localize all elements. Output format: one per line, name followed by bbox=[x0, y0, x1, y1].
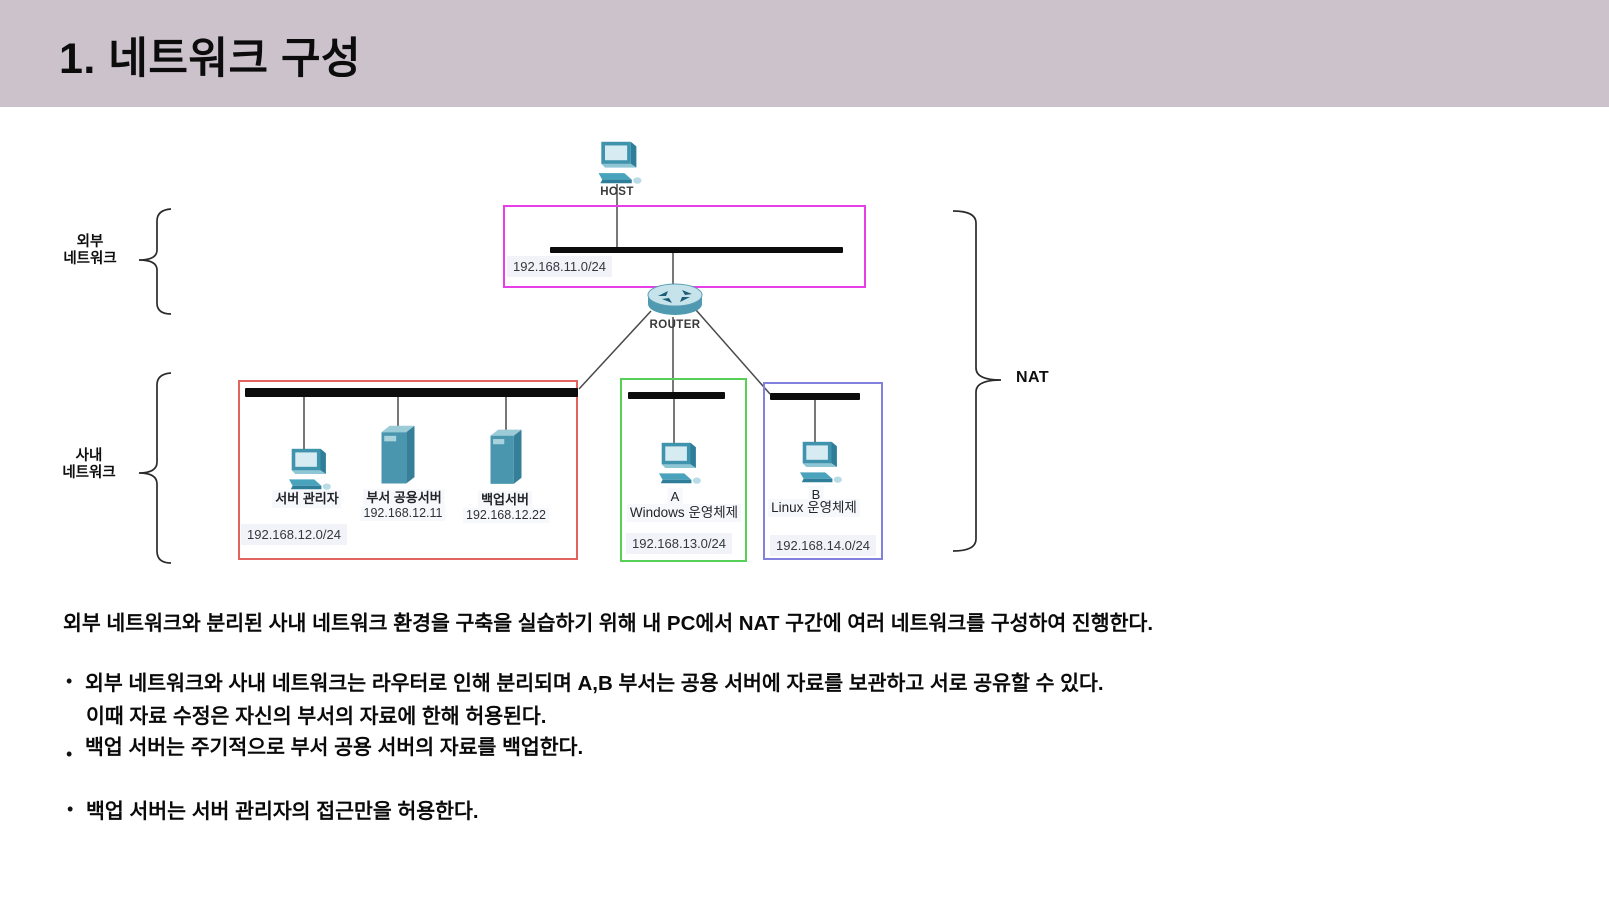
pc-b-os-label: Linux 운영체제 bbox=[768, 499, 860, 518]
shared-server-ip: 192.168.12.11 bbox=[360, 506, 446, 521]
team-b-network-box bbox=[763, 382, 883, 560]
shared-server-icon bbox=[381, 425, 415, 484]
nat-label: NAT bbox=[1016, 369, 1050, 386]
bullet1-line2: 이때 자료 수정은 자신의 부서의 자료에 한해 허용된다. bbox=[86, 705, 547, 728]
external-network-label-line1: 외부 bbox=[76, 234, 104, 250]
brace-internal-network bbox=[138, 372, 172, 564]
external-network-label: 외부 네트워크 bbox=[63, 234, 116, 267]
pc-b-icon bbox=[800, 441, 842, 483]
admin-pc-icon bbox=[289, 448, 331, 490]
brace-external-network bbox=[138, 208, 172, 315]
intro-paragraph: 외부 네트워크와 분리된 사내 네트워크 환경을 구축을 실습하기 위해 내 P… bbox=[63, 612, 1154, 635]
brace-nat bbox=[952, 210, 1002, 552]
backup-server-ip: 192.168.12.22 bbox=[463, 508, 549, 523]
pc-a-os-label: Windows 운영체제 bbox=[626, 504, 742, 523]
bullet2-text: 백업 서버는 주기적으로 부서 공용 서버의 자료를 백업한다. bbox=[85, 736, 584, 759]
team-a-ethernet-bus bbox=[628, 392, 725, 399]
admin-pc-label: 서버 관리자 bbox=[272, 490, 342, 508]
dept-network-box bbox=[238, 380, 578, 560]
internal-network-label-line1: 사내 bbox=[75, 448, 103, 464]
pc-a-icon bbox=[659, 442, 701, 484]
dept-subnet-label: 192.168.12.0/24 bbox=[241, 524, 347, 545]
router-icon bbox=[647, 283, 703, 315]
bullet3-text: 백업 서버는 서버 관리자의 접근만을 허용한다. bbox=[86, 800, 479, 823]
backup-server-label: 백업서버 bbox=[478, 491, 532, 509]
host-pc-icon bbox=[598, 141, 642, 184]
internal-network-label: 사내 네트워크 bbox=[62, 448, 115, 481]
team-b-ethernet-bus bbox=[770, 393, 860, 400]
shared-server-label: 부서 공용서버 bbox=[363, 489, 445, 507]
team-a-subnet-label: 192.168.13.0/24 bbox=[626, 533, 732, 554]
title-bar bbox=[0, 0, 1609, 107]
page-title: 1. 네트워크 구성 bbox=[59, 35, 362, 83]
external-network-label-line2: 네트워크 bbox=[63, 250, 117, 267]
external-subnet-label: 192.168.11.0/24 bbox=[507, 256, 613, 277]
host-label: HOST bbox=[600, 186, 634, 198]
backup-server-icon bbox=[490, 429, 522, 484]
external-ethernet-bus bbox=[550, 247, 843, 253]
team-a-network-box bbox=[620, 378, 747, 562]
bullet2-dot: • bbox=[66, 744, 73, 764]
dept-ethernet-bus bbox=[245, 388, 578, 397]
bullet3-dot: • bbox=[67, 799, 74, 819]
router-label: ROUTER bbox=[649, 319, 701, 331]
internal-network-label-line2: 네트워크 bbox=[62, 464, 116, 481]
bullet1-dot: • bbox=[66, 671, 73, 691]
team-b-subnet-label: 192.168.14.0/24 bbox=[770, 535, 876, 556]
bullet1-line1: 외부 네트워크와 사내 네트워크는 라우터로 인해 분리되며 A,B 부서는 공… bbox=[85, 672, 1104, 695]
pc-a-label: A bbox=[667, 488, 683, 506]
